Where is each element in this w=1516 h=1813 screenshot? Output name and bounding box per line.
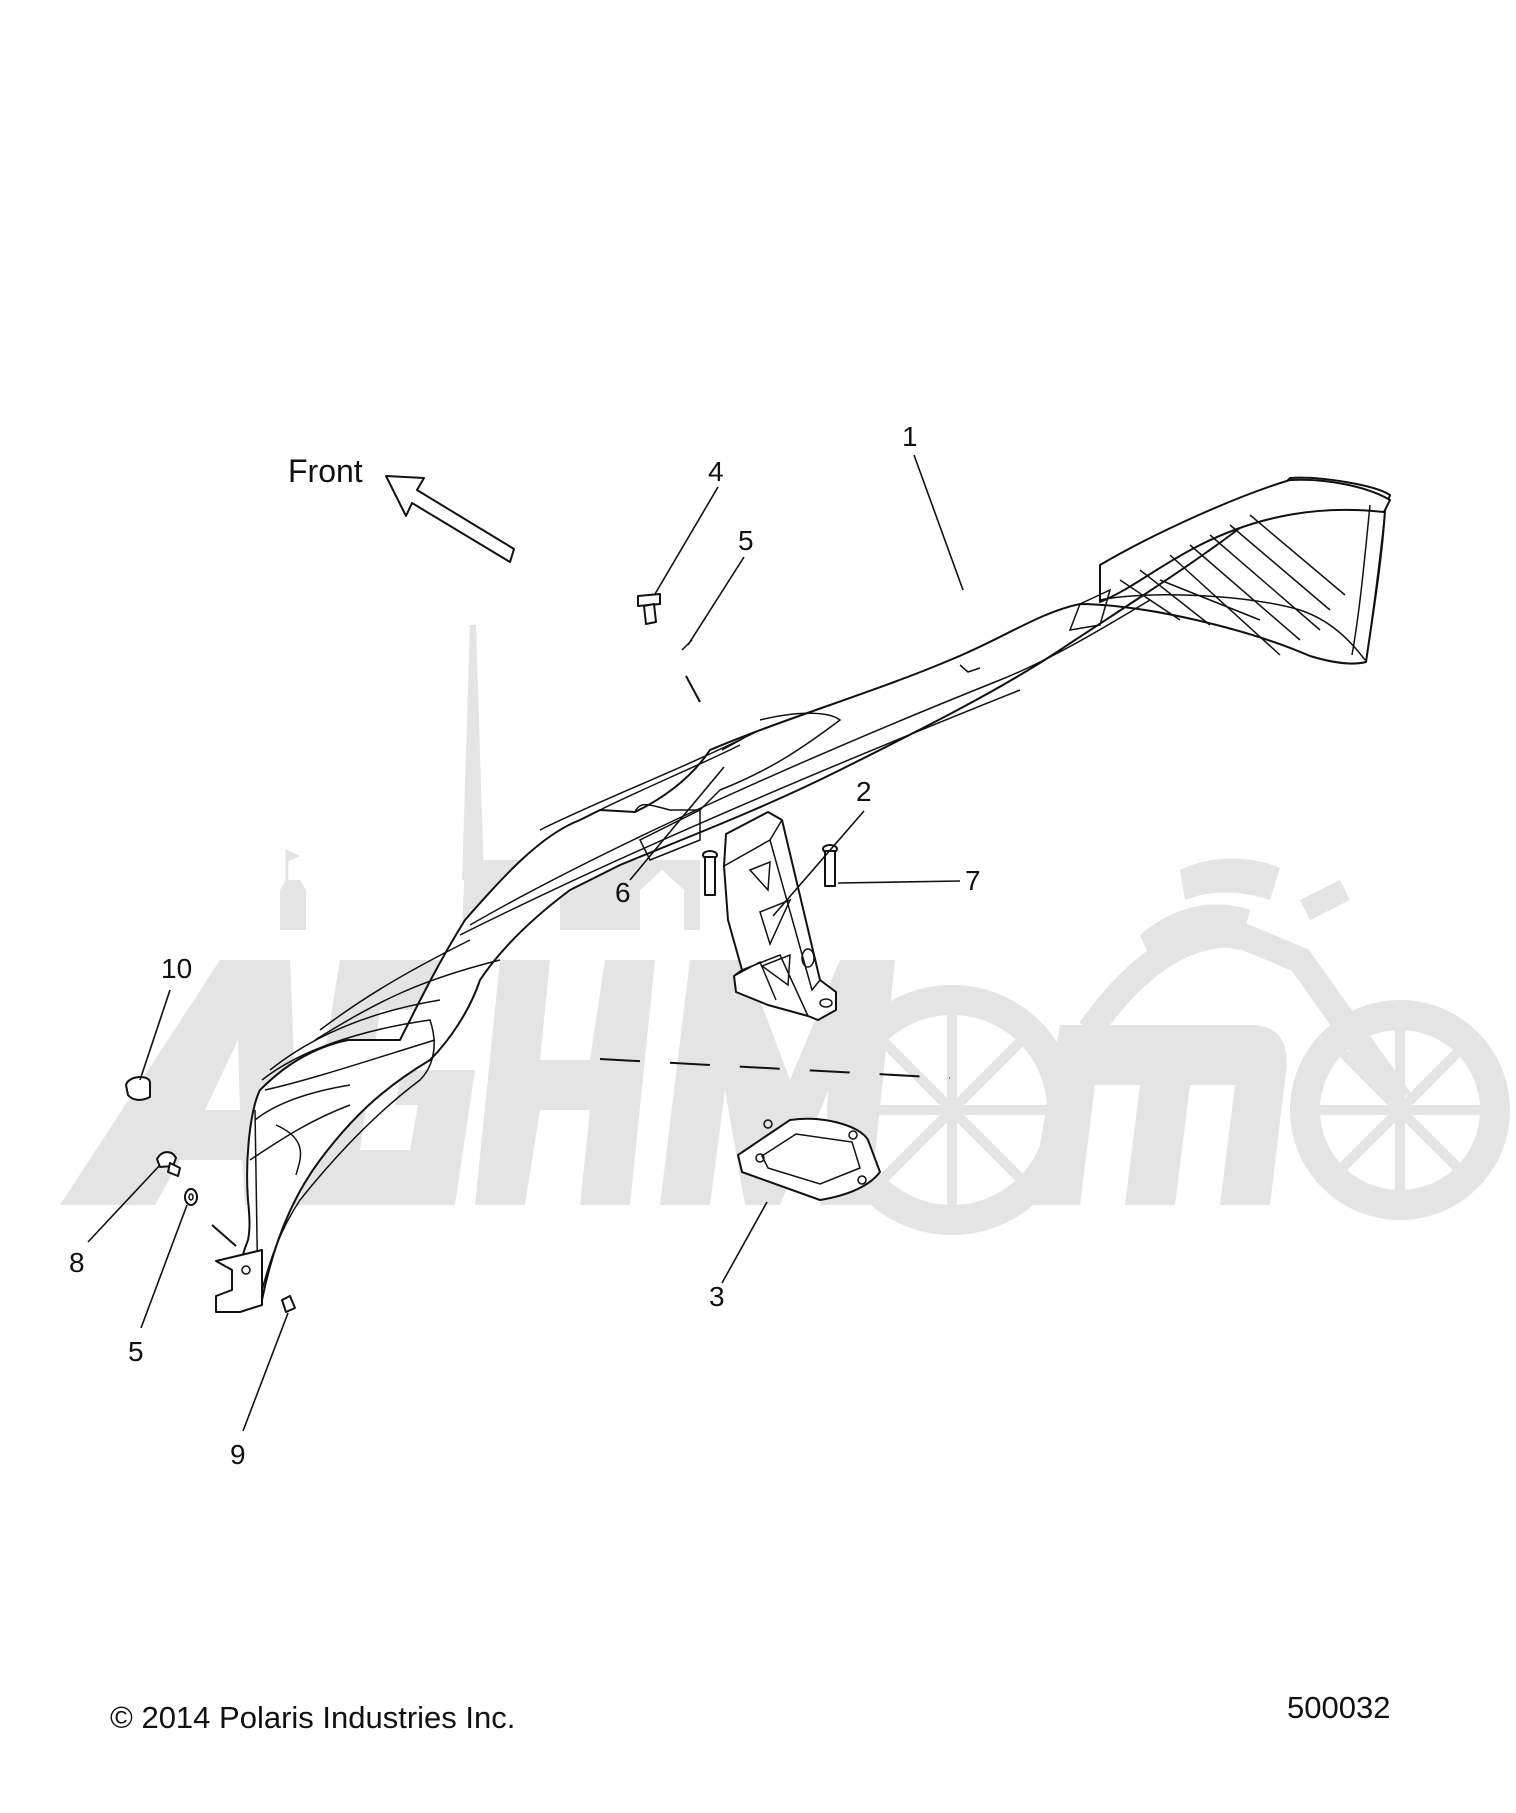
part-10-plug <box>125 1076 151 1101</box>
part-4-screw <box>637 593 661 625</box>
part-3-gasket <box>737 1117 881 1201</box>
callout-3: 3 <box>709 1281 725 1312</box>
part-6-clip <box>721 737 745 751</box>
callout-4: 4 <box>708 456 724 487</box>
callout-9: 9 <box>230 1439 246 1470</box>
part-7-bolt-left <box>702 850 718 896</box>
assembly-line-top <box>685 675 701 703</box>
callout-1: 1 <box>902 421 918 452</box>
assembly-line-tab <box>211 1224 237 1247</box>
callout-7: 7 <box>965 865 981 896</box>
callout-5-bottom: 5 <box>128 1336 144 1367</box>
callout-6: 6 <box>615 877 631 908</box>
leader-lines <box>87 454 964 1432</box>
part-1-cover <box>215 476 1391 1313</box>
callout-8: 8 <box>69 1247 85 1278</box>
assembly-line-middle <box>599 1058 951 1079</box>
part-9-pin <box>281 1295 296 1313</box>
callout-5-top: 5 <box>738 525 754 556</box>
copyright-text: © 2014 Polaris Industries Inc. <box>110 1700 515 1735</box>
callout-10: 10 <box>161 953 192 984</box>
callout-2: 2 <box>856 776 872 807</box>
front-arrow-icon <box>385 475 515 563</box>
part-5-washer-bottom <box>184 1188 198 1206</box>
part-2-bracket <box>723 811 837 1021</box>
watermark-logo <box>60 620 1510 1235</box>
front-label: Front <box>288 453 363 489</box>
diagram-number: 500032 <box>1287 1690 1390 1725</box>
part-8-screw <box>156 1151 181 1177</box>
